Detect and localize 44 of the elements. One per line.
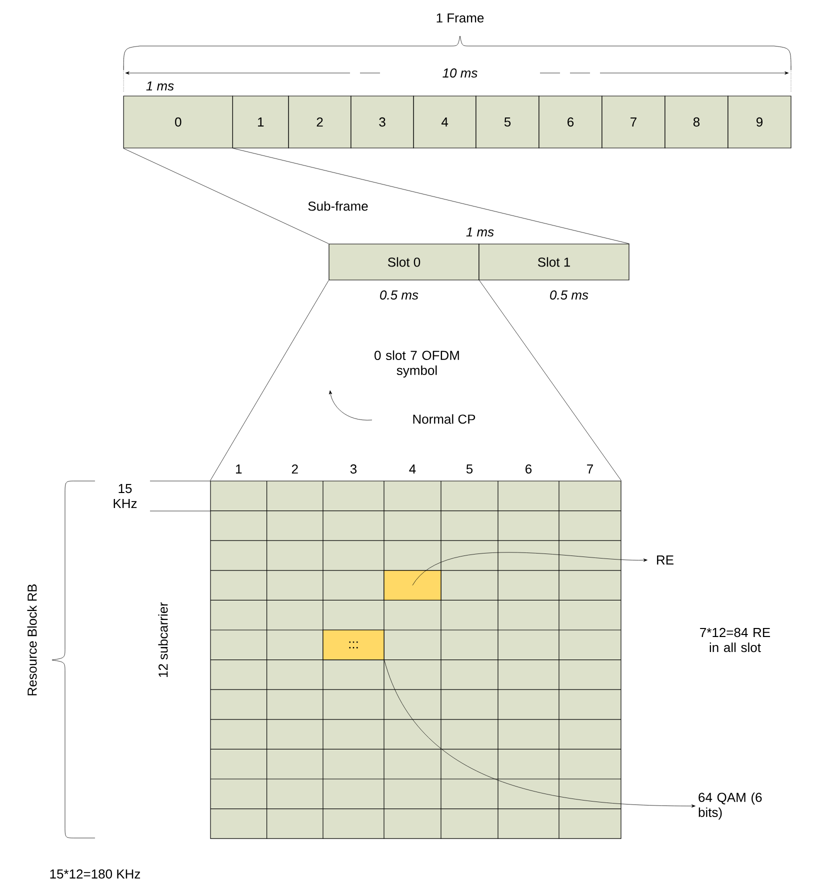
subframe-box: 6 xyxy=(538,96,602,148)
zoom-line xyxy=(210,280,329,481)
subframe-box: 1 xyxy=(232,96,289,148)
subframe-box: 7 xyxy=(602,96,666,148)
slot-box: Slot 1 xyxy=(478,244,630,280)
slot-box: Slot 0 xyxy=(328,244,480,280)
resource-element-cell xyxy=(384,570,442,600)
subframe-box: 4 xyxy=(413,96,476,148)
leader-line xyxy=(384,660,696,808)
bandwidth-label: 15*12=180 KHz xyxy=(50,869,140,879)
zoom-line xyxy=(232,148,630,244)
zoom-line xyxy=(123,148,329,244)
leader-label: 64 QAM (6 bits) xyxy=(698,792,762,820)
duration-label: 1 ms xyxy=(146,81,174,91)
symbol-cell: ::: xyxy=(322,630,384,660)
subframe-box: 5 xyxy=(476,96,540,148)
spacing-label: 15 KHz xyxy=(114,484,137,508)
column-number: 3 xyxy=(350,464,357,474)
leader-line xyxy=(412,552,648,586)
column-number: 4 xyxy=(409,464,416,474)
note-text: 7*12=84 RE in all slot xyxy=(700,628,770,652)
axis-label: Resource Block RB xyxy=(27,584,37,696)
duration-label: 0.5 ms xyxy=(550,290,588,300)
slot-note: 0 slot 7 OFDM symbol xyxy=(374,350,459,378)
column-number: 5 xyxy=(466,464,473,474)
resource-grid xyxy=(210,480,622,839)
frame-label: 1 Frame xyxy=(436,13,484,23)
subframe-box: 0 xyxy=(123,96,233,148)
zoom-line xyxy=(479,280,622,481)
subframe-label: Sub-frame xyxy=(308,201,368,211)
duration-label: 1 ms xyxy=(466,227,494,237)
leader-label: RE xyxy=(657,556,674,564)
note-text: Normal CP xyxy=(413,414,476,424)
duration-label: 0.5 ms xyxy=(380,290,418,300)
subframe-box: 2 xyxy=(288,96,352,148)
column-number: 2 xyxy=(292,464,298,474)
subframe-box: 8 xyxy=(664,96,728,148)
duration-label: 10 ms xyxy=(441,67,479,79)
column-number: 6 xyxy=(526,464,532,474)
subframe-box: 3 xyxy=(350,96,414,148)
column-number: 7 xyxy=(587,464,593,474)
axis-label: 12 subcarrier xyxy=(158,602,168,677)
subframe-box: 9 xyxy=(728,96,792,148)
column-number: 1 xyxy=(236,464,242,474)
